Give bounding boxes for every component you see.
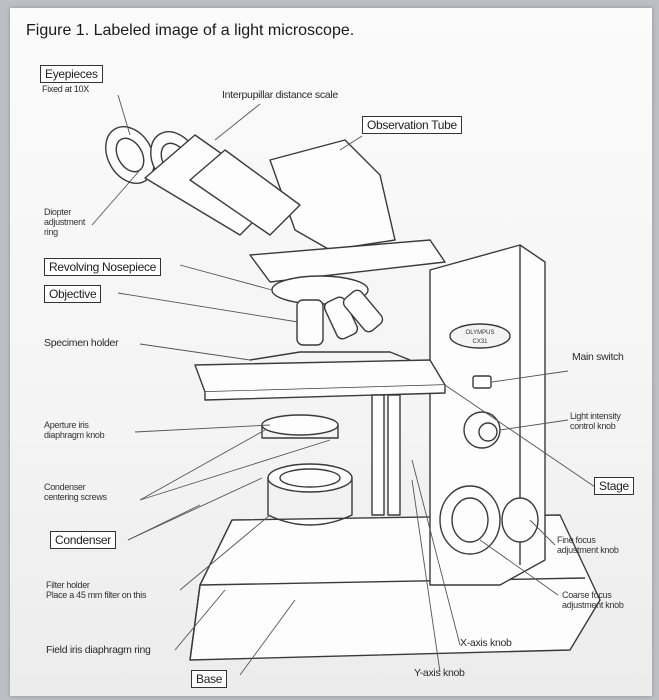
label-y-axis-knob: Y-axis knob	[414, 667, 465, 679]
brand-model-text: CX31	[472, 339, 488, 345]
observation-tube	[269, 139, 396, 251]
label-field-iris: Field iris diaphragm ring	[46, 644, 151, 656]
brand-text: OLYMPUS	[466, 330, 495, 336]
label-condenser-screws: Condenser centering screws	[44, 482, 107, 502]
label-base: Base	[191, 670, 228, 688]
label-eyepieces: Eyepieces	[40, 65, 103, 83]
label-objective: Objective	[44, 285, 102, 303]
label-interpupillary: Interpupillar distance scale	[222, 89, 338, 101]
label-eyepieces-note: Fixed at 10X	[42, 84, 89, 94]
figure-title: Figure 1. Labeled image of a light micro…	[26, 22, 355, 39]
main-switch	[472, 375, 492, 389]
label-aperture-iris: Aperture iris diaphragm knob	[44, 420, 105, 440]
label-main-switch: Main switch	[572, 351, 624, 363]
label-stage: Stage	[594, 477, 634, 495]
label-specimen-holder: Specimen holder	[44, 337, 119, 349]
label-condenser: Condenser	[50, 531, 117, 549]
label-revolving-nosepiece: Revolving Nosepiece	[44, 258, 162, 276]
objective-1	[296, 299, 324, 346]
label-fine-focus: Fine focus adjustment knob	[557, 535, 619, 555]
label-x-axis-knob: X-axis knob	[460, 637, 512, 649]
label-observation-tube: Observation Tube	[362, 116, 462, 134]
label-diopter: Diopter adjustment ring	[44, 207, 86, 237]
label-filter-holder: Filter holder Place a 45 mm filter on th…	[46, 580, 147, 600]
label-light-intensity: Light intensity control knob	[570, 411, 621, 431]
label-coarse-focus: Coarse focus adjustment knob	[562, 590, 624, 610]
brand-badge	[449, 323, 511, 349]
